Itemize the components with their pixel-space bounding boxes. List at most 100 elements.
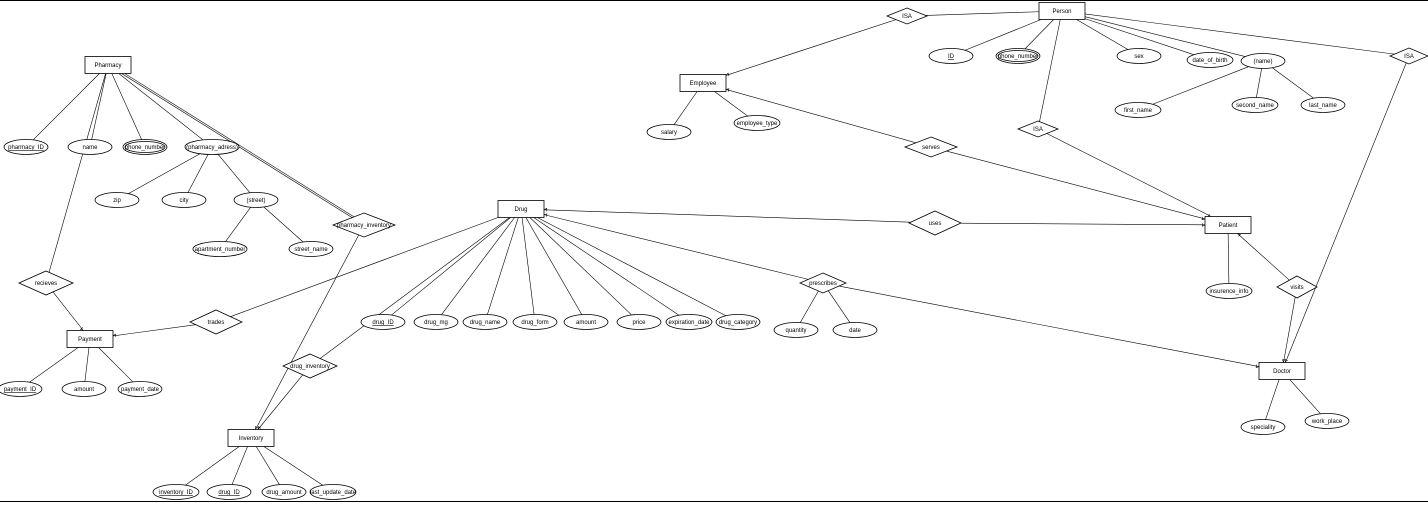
attribute-price[interactable]: price	[616, 314, 662, 330]
connector-uses-drug	[543, 209, 911, 223]
entity-inventory[interactable]: Inventory	[227, 429, 275, 447]
attribute-payment_amount[interactable]: amount	[61, 381, 107, 397]
entity-label: Doctor	[1273, 369, 1291, 375]
attribute-label: city	[180, 198, 189, 204]
attribute-second_name[interactable]: second_name	[1231, 97, 1279, 113]
attribute-quantity[interactable]: quantity	[773, 322, 819, 338]
relationship-isa_employee[interactable]: ISA	[885, 7, 929, 25]
relationship-visits[interactable]: visits	[1276, 275, 1318, 299]
attribute-drug_form[interactable]: drug_form	[512, 314, 558, 330]
connector-isa_doctor-doctor	[1285, 62, 1407, 363]
attribute-label: phone_number	[125, 145, 165, 151]
attribute-ellipse	[0, 381, 43, 397]
attribute-expiration_date[interactable]: expiration_date	[665, 314, 713, 330]
connector-name_comp-last_name	[1272, 67, 1314, 99]
relationship-prescribes[interactable]: prescribes	[798, 272, 848, 294]
entity-box	[1038, 2, 1086, 20]
relationship-label: ISA	[1404, 54, 1414, 60]
attribute-label: employee_type	[737, 121, 778, 127]
entity-label: Drug	[514, 207, 527, 213]
connector-name_comp-first_name	[1152, 66, 1249, 105]
attribute-pharmacy_adress[interactable]: (pharmacy_adress)	[184, 139, 240, 155]
attribute-street_name[interactable]: street_name	[288, 241, 334, 257]
attribute-ellipse	[1240, 53, 1286, 69]
attribute-ellipse	[1240, 419, 1286, 435]
attribute-payment_id[interactable]: payment_ID	[0, 381, 43, 397]
attribute-insurence_info[interactable]: insurence_info	[1205, 283, 1253, 299]
attribute-street[interactable]: (street)	[233, 192, 279, 208]
attribute-drug_name[interactable]: drug_name	[462, 314, 508, 330]
entity-patient[interactable]: Patient	[1204, 216, 1252, 234]
attribute-drug_category[interactable]: drug_category	[715, 314, 761, 330]
multivalued-inner-ellipse	[997, 50, 1039, 62]
connector-payment-payment_id	[29, 347, 79, 383]
relationship-serves[interactable]: serves	[903, 136, 959, 158]
attribute-ellipse	[1304, 413, 1350, 429]
relationship-isa_doctor[interactable]: ISA	[1388, 47, 1428, 65]
attribute-person_id[interactable]: ID	[928, 48, 974, 64]
attribute-city[interactable]: city	[161, 192, 207, 208]
relationship-uses[interactable]: uses	[908, 210, 962, 236]
relationship-label: visits	[1290, 285, 1303, 291]
attribute-last_name[interactable]: last_name	[1300, 97, 1346, 113]
attribute-label: expiration_date	[668, 320, 710, 326]
attribute-speciality[interactable]: speciality	[1240, 419, 1286, 435]
attribute-salary[interactable]: salary	[646, 124, 692, 140]
attribute-name_comp[interactable]: (name)	[1240, 53, 1286, 69]
relationship-isa_patient[interactable]: ISA	[1016, 120, 1060, 138]
connector-person-isa_patient	[1039, 19, 1061, 122]
attribute-person_phone[interactable]: phone_number	[995, 48, 1041, 64]
attribute-zip[interactable]: zip	[94, 192, 140, 208]
attribute-date_of_birth[interactable]: date_of_birth	[1186, 52, 1234, 68]
attribute-ellipse	[233, 192, 279, 208]
entity-payment[interactable]: Payment	[66, 330, 114, 348]
connector-person-person_id	[965, 19, 1042, 51]
connector-visits-patient	[1237, 233, 1290, 281]
attribute-drug_id[interactable]: drug_ID	[360, 314, 406, 330]
entity-box	[1204, 216, 1252, 234]
attribute-inv_drug_id[interactable]: drug_ID	[206, 484, 252, 500]
relationship-diamond	[1388, 47, 1428, 65]
attribute-work_place[interactable]: work_place	[1304, 413, 1350, 429]
attribute-payment_date[interactable]: payment_date	[117, 381, 163, 397]
attribute-employee_type[interactable]: employee_type	[733, 115, 781, 131]
attribute-pharmacy_id[interactable]: pharmacy_ID	[3, 139, 49, 155]
connector-uses-patient	[960, 222, 1206, 226]
attribute-label: sex	[1134, 54, 1143, 60]
attribute-date[interactable]: date	[832, 322, 878, 338]
arrowhead-patient	[1202, 223, 1206, 227]
attribute-ellipse	[1186, 52, 1234, 68]
relationship-label: recieves	[35, 281, 57, 287]
relationship-drug_inventory[interactable]: drug_inventory	[282, 353, 338, 379]
attribute-sex[interactable]: sex	[1116, 48, 1162, 64]
connector-drug-drug_amount_attr	[525, 217, 583, 315]
connector-pharmacy-pharmacy_adress	[118, 73, 204, 141]
attribute-label: insurence_info	[1209, 289, 1249, 295]
entity-employee[interactable]: Employee	[679, 74, 727, 92]
attribute-drug_amount[interactable]: drug_amount	[261, 484, 307, 500]
attribute-apartment_number[interactable]: apartment_number	[192, 241, 248, 257]
attribute-label: drug_form	[521, 320, 548, 326]
attribute-last_update_date[interactable]: last_update_date	[309, 484, 357, 500]
entity-doctor[interactable]: Doctor	[1258, 362, 1306, 380]
connector-trades-drug	[230, 217, 499, 317]
relationship-recieves[interactable]: recieves	[18, 270, 74, 296]
attribute-first_name[interactable]: first_name	[1114, 102, 1162, 118]
attribute-inventory_id[interactable]: inventory_ID	[152, 484, 200, 500]
attribute-drug_amount_attr[interactable]: amount	[563, 314, 609, 330]
attribute-label: amount	[74, 387, 94, 393]
relationship-pharmacy_inventory[interactable]: pharmacy_inventory	[331, 212, 397, 238]
attribute-pharmacy_phone[interactable]: phone_number	[122, 139, 168, 155]
entity-drug[interactable]: Drug	[497, 200, 545, 218]
arrowhead-payment	[112, 333, 117, 338]
entity-label: Patient	[1219, 223, 1238, 229]
attribute-pharmacy_name[interactable]: name	[67, 139, 113, 155]
arrowhead-doctor	[1255, 364, 1260, 368]
relationship-label: uses	[929, 221, 942, 227]
entity-person[interactable]: Person	[1038, 2, 1086, 20]
attribute-label: name	[82, 145, 98, 151]
entity-pharmacy[interactable]: Pharmacy	[84, 56, 132, 74]
attribute-drug_mg[interactable]: drug_mg	[413, 314, 459, 330]
relationship-trades[interactable]: trades	[189, 309, 243, 335]
